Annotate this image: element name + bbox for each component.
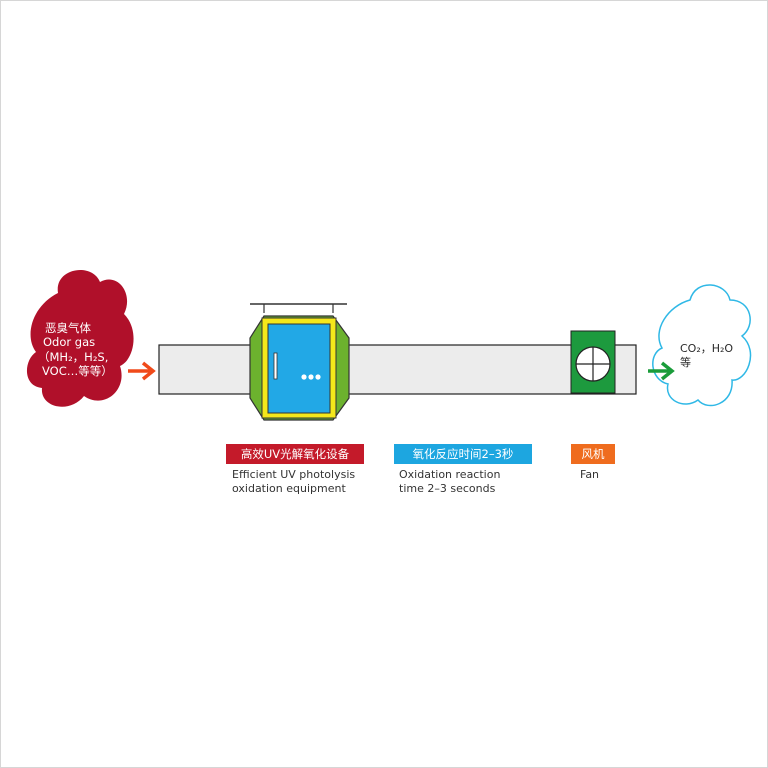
uv-indicator-light — [301, 374, 307, 380]
fan — [570, 330, 616, 394]
oxidation-caption-2: time 2–3 seconds — [399, 482, 496, 495]
uv-indicator-light — [308, 374, 314, 380]
input-arrow — [128, 361, 156, 381]
uv-indicator-light — [315, 374, 321, 380]
uv-equipment-caption-2: oxidation equipment — [232, 482, 346, 495]
duct-pipe — [158, 344, 637, 395]
output-arrow — [648, 361, 675, 381]
odor-gas-voc: VOC…等等） — [42, 364, 113, 378]
oxidation-time-tag: 氧化反应时间2–3秒 — [394, 444, 532, 464]
uv-door-handle — [273, 352, 278, 380]
odor-gas-en-label: Odor gas — [43, 335, 96, 349]
clean-gas-formula: CO₂，H₂O — [680, 342, 734, 355]
odor-gas-cloud — [26, 270, 134, 407]
uv-equipment — [249, 303, 350, 421]
uv-equipment-caption-1: Efficient UV photolysis — [232, 468, 356, 481]
clean-gas-etc: 等 — [680, 356, 691, 369]
oxidation-caption-1: Oxidation reaction — [399, 468, 501, 481]
fan-caption: Fan — [580, 468, 600, 481]
fan-tag: 风机 — [571, 444, 615, 464]
odor-gas-formula: （MH₂，H₂S, — [38, 350, 109, 364]
uv-equipment-tag: 高效UV光解氧化设备 — [226, 444, 364, 464]
clean-gas-cloud — [652, 284, 752, 407]
odor-gas-cn-label: 恶臭气体 — [45, 321, 91, 335]
uv-door-panel — [267, 323, 331, 414]
